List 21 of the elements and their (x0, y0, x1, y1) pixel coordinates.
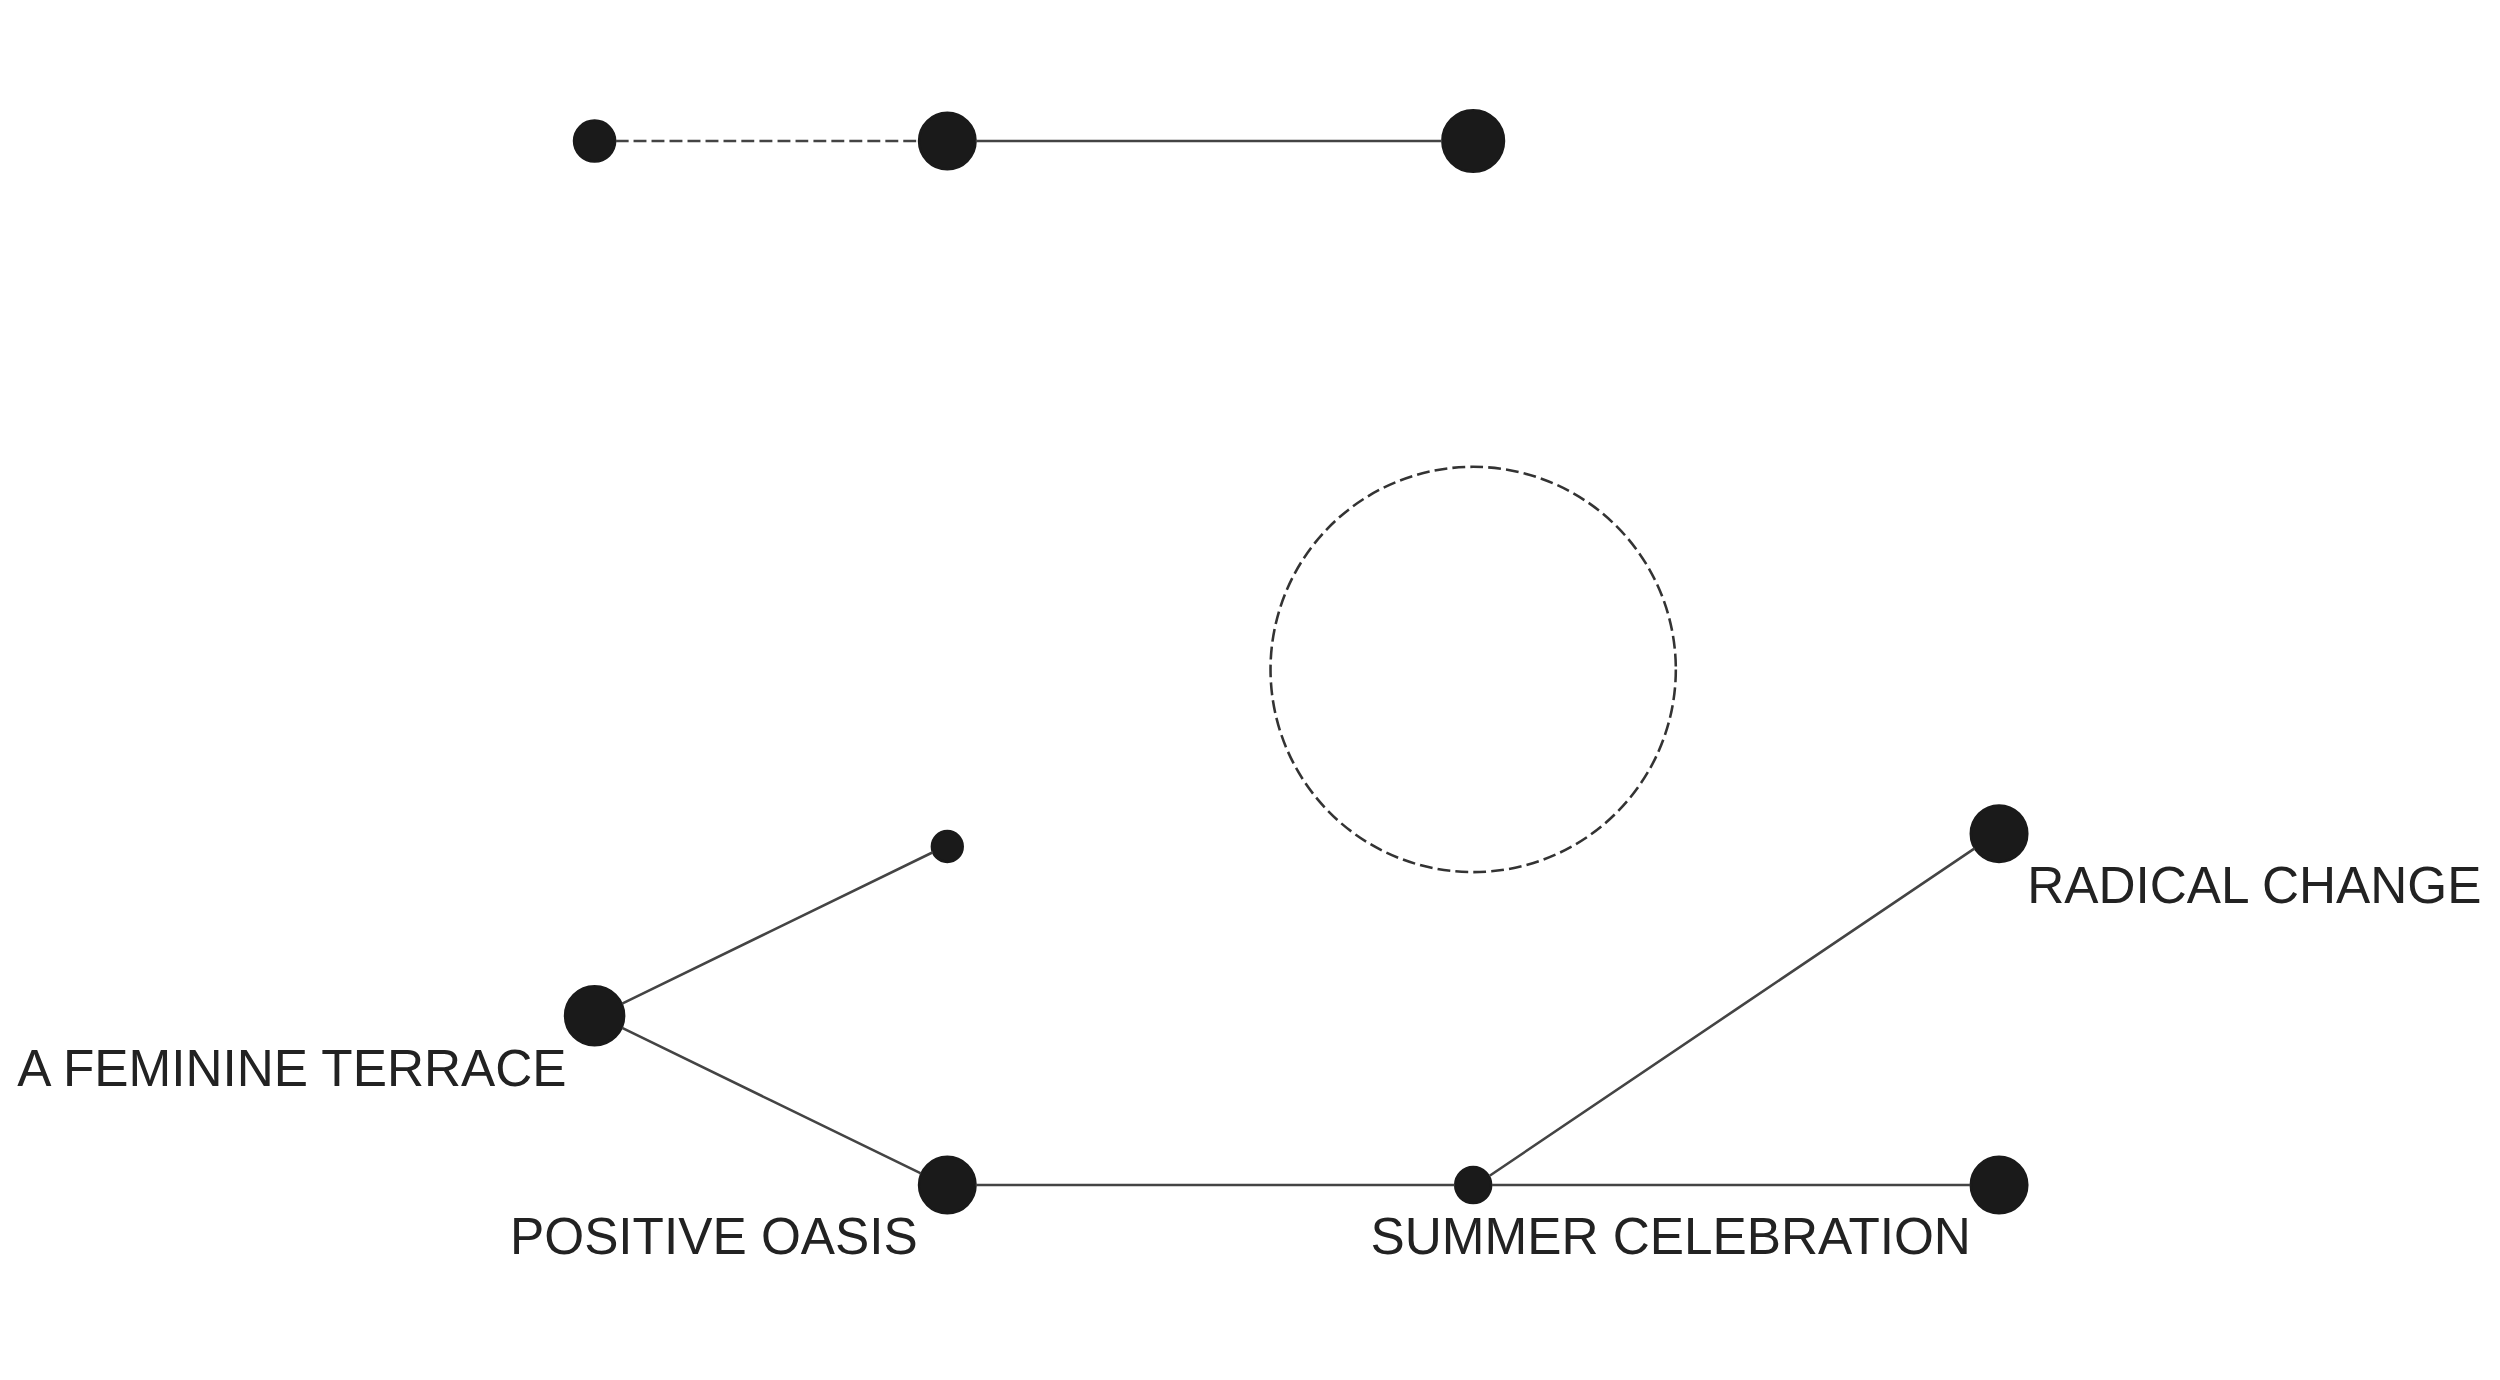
node-label: RADICAL CHANGE (2027, 856, 2482, 914)
node-circle (917, 111, 977, 171)
connector (621, 1026, 922, 1175)
node-circle (1969, 1155, 2029, 1215)
node-label: A FEMININE TERRACE (17, 1040, 567, 1098)
node-label: POSITIVE OASIS (510, 1208, 918, 1266)
connector (615, 139, 919, 143)
connector (1488, 847, 1976, 1177)
node-circle (930, 829, 964, 864)
node-circle (1269, 465, 1678, 874)
connector (975, 139, 1443, 143)
node-label: SUMMER CELEBRATION (1370, 1208, 1971, 1266)
node-circle (572, 119, 617, 163)
connector (621, 851, 934, 1005)
node-circle (917, 1155, 977, 1215)
node-circle (1441, 108, 1506, 174)
node-circle (1969, 804, 2029, 864)
connector (1491, 1183, 1971, 1187)
connector (975, 1183, 1455, 1187)
node-circle (563, 985, 626, 1047)
node-circle (1453, 1165, 1493, 1205)
